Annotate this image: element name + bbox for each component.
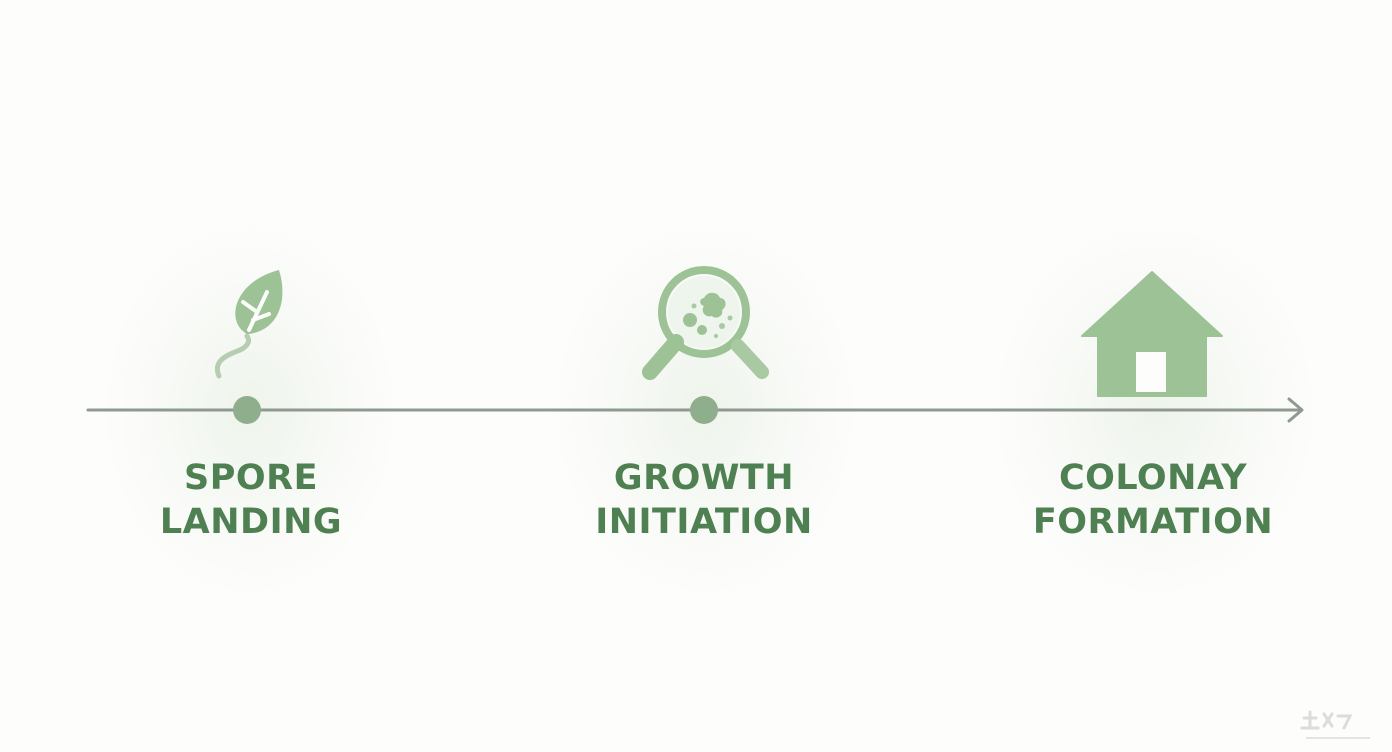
sprouting-leaf-icon: [215, 270, 283, 379]
stage-1-line-1: SPORE: [184, 458, 318, 498]
timeline-arrowhead: [1287, 397, 1304, 423]
stage-2-line-1: GROWTH: [613, 458, 795, 498]
timeline-node-2: [690, 396, 718, 424]
stage-label-spore-landing: SPORE LANDING: [71, 456, 431, 544]
stage-label-colony-formation: COLONAY FORMATION: [973, 456, 1333, 544]
watermark-logo: [1300, 710, 1370, 739]
stage-label-growth-initiation: GROWTH INITIATION: [524, 456, 884, 544]
stage-3-line-1: COLONAY: [1058, 458, 1248, 498]
magnifier-with-mold-icon: [642, 266, 769, 380]
house-icon: [1081, 271, 1223, 397]
stage-2-line-2: INITIATION: [595, 502, 813, 542]
timeline-node-1: [233, 396, 261, 424]
stage-1-line-2: LANDING: [159, 502, 343, 542]
stage-3-line-2: FORMATION: [1032, 502, 1274, 542]
